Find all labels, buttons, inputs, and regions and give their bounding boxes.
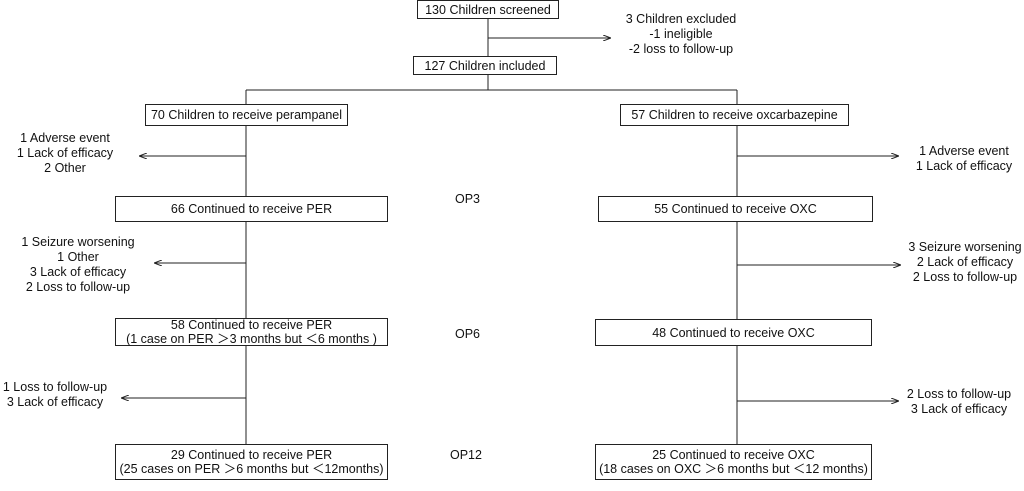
note-oxc-drop2: 3 Seizure worsening 2 Lack of efficacy 2… bbox=[908, 240, 1022, 284]
label-op3: OP3 bbox=[455, 192, 481, 206]
label-op6: OP6 bbox=[455, 327, 481, 341]
box-per-op12: 29 Continued to receive PER (25 cases on… bbox=[115, 444, 388, 480]
note-excluded: 3 Children excluded -1 ineligible -2 los… bbox=[625, 12, 737, 56]
box-oxc-op12: 25 Continued to receive OXC (18 cases on… bbox=[595, 444, 872, 480]
box-per-op3: 66 Continued to receive PER bbox=[115, 196, 388, 222]
note-per-drop1: 1 Adverse event 1 Lack of efficacy 2 Oth… bbox=[16, 131, 114, 175]
box-oxc-op3: 55 Continued to receive OXC bbox=[598, 196, 873, 222]
note-per-drop3: 1 Loss to follow-up 3 Lack of efficacy bbox=[2, 380, 108, 409]
note-oxc-drop1: 1 Adverse event 1 Lack of efficacy bbox=[915, 144, 1013, 173]
note-per-drop2: 1 Seizure worsening 1 Other 3 Lack of ef… bbox=[21, 235, 135, 294]
note-oxc-drop3: 2 Loss to follow-up 3 Lack of efficacy bbox=[906, 387, 1012, 416]
label-op12: OP12 bbox=[450, 448, 482, 462]
box-oxc-start: 57 Children to receive oxcarbazepine bbox=[620, 104, 849, 126]
box-per-op6: 58 Continued to receive PER (1 case on P… bbox=[115, 318, 388, 346]
box-included: 127 Children included bbox=[413, 56, 557, 75]
box-oxc-op6: 48 Continued to receive OXC bbox=[595, 319, 872, 346]
box-per-start: 70 Children to receive perampanel bbox=[145, 104, 348, 126]
box-screened: 130 Children screened bbox=[417, 0, 559, 19]
